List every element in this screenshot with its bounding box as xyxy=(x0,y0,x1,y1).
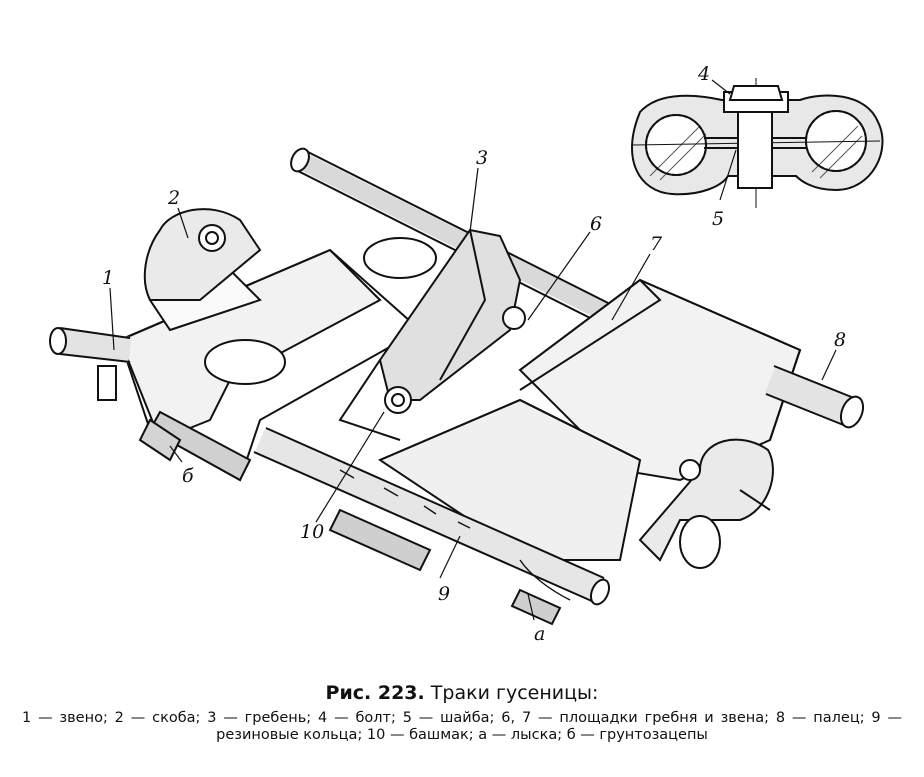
figure-number: Рис. 223. xyxy=(325,682,425,704)
label-5: 5 xyxy=(712,208,724,230)
label-a: а xyxy=(534,623,545,645)
shoe-left xyxy=(138,418,182,462)
bracket xyxy=(143,208,262,301)
pin-right-end xyxy=(764,365,865,429)
label-4: 4 xyxy=(697,63,710,85)
shoe-front xyxy=(328,508,562,626)
link-right-eye xyxy=(638,438,774,569)
label-9: 9 xyxy=(438,583,450,605)
label-2: 2 xyxy=(167,187,180,209)
track-assembly xyxy=(49,147,865,626)
inset-cross-section xyxy=(631,78,884,208)
label-10: 10 xyxy=(300,521,324,543)
link-left xyxy=(118,248,422,482)
caption-legend: 1 — звено; 2 — скоба; 3 — гребень; 4 — б… xyxy=(22,710,902,743)
figure-caption: Рис. 223. Траки гусеницы: 1 — звено; 2 —… xyxy=(0,680,924,744)
label-8: 8 xyxy=(834,329,846,351)
pin-front-rubber-rings xyxy=(253,427,611,606)
track-links-illustration: 4 5 2 1 3 6 7 8 9 10 а б xyxy=(49,63,884,645)
label-6: 6 xyxy=(590,213,602,235)
label-b: б xyxy=(182,465,194,487)
bolt-head-ridge xyxy=(502,306,526,330)
caption-title: Рис. 223. Траки гусеницы: xyxy=(0,680,924,706)
label-3: 3 xyxy=(476,147,488,169)
label-1: 1 xyxy=(102,267,114,289)
caption-title-text: Траки гусеницы: xyxy=(430,682,599,704)
pin-left-end xyxy=(49,327,132,401)
label-7: 7 xyxy=(650,233,663,255)
leader-lines xyxy=(109,167,837,621)
bolt-head-center xyxy=(384,386,412,414)
